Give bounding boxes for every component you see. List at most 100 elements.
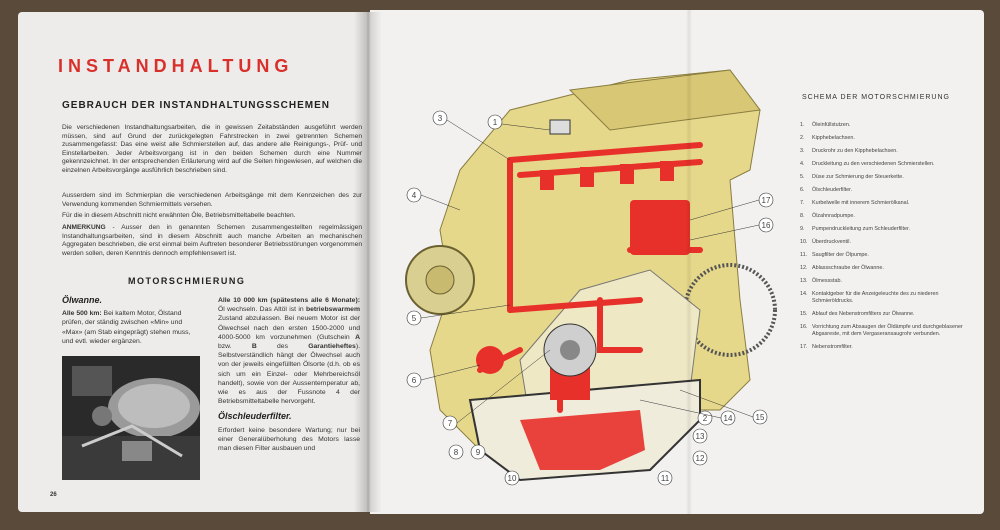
oil-change-text-2: Zustand abzulassen. Bei neuem Motor ist …	[218, 315, 360, 341]
page-fold	[686, 10, 692, 514]
legend-number: 15.	[800, 311, 808, 317]
legend-item: 15. Ablauf des Nebenstromfilters zur Ölwa…	[800, 311, 980, 318]
callout-9: 9	[476, 448, 481, 457]
dipstick-photo-illustration	[62, 356, 200, 480]
callout-2: 2	[703, 414, 708, 423]
callout-1: 1	[493, 118, 498, 127]
page-subtitle: GEBRAUCH DER INSTANDHALTUNGSSCHEMEN	[62, 100, 330, 111]
legend-text: Kontaktgeber für die Anzeigeleuchte des …	[812, 291, 939, 304]
legend-number: 13.	[800, 278, 808, 284]
legend-number: 17.	[800, 344, 808, 350]
legend-text: Pumpendruckleitung zum Schleuderfilter.	[812, 226, 910, 232]
legend-text: Ablassschraube der Ölwanne.	[812, 265, 884, 271]
callout-12: 12	[696, 454, 705, 463]
note-text: - Ausser den in genannten Schemen zusamm…	[62, 224, 362, 257]
note-label: ANMERKUNG	[62, 224, 106, 231]
callout-11: 11	[661, 474, 670, 483]
right-page: 1 3 4 5 6 7 9 10 11 12 13 14 15 16 17 8 …	[370, 10, 984, 514]
intro-paragraph: Die verschiedenen Instandhaltungsarbeite…	[62, 124, 362, 174]
callout-13: 13	[696, 432, 705, 441]
callout-10: 10	[508, 474, 517, 483]
warranty-booklet: Garantieheftes	[308, 343, 356, 351]
callout-6: 6	[412, 376, 417, 385]
legend-text: Ölmessstab.	[812, 278, 842, 284]
dipstick-photo	[62, 356, 200, 480]
oil-change-column: Alle 10 000 km (spätestens alle 6 Monate…	[218, 296, 360, 453]
legend-text: Vorrichtung zum Absaugen der Öldämpfe un…	[812, 324, 963, 337]
legend-text: Öleinfüllstutzen.	[812, 122, 851, 128]
legend-text: Kurbelwelle mit innerem Schmierölkanal.	[812, 200, 910, 206]
left-page: INSTANDHALTUNG GEBRAUCH DER INSTANDHALTU…	[18, 12, 370, 512]
legend-number: 14.	[800, 291, 808, 297]
legend-number: 8.	[800, 213, 805, 219]
book-gutter	[354, 12, 382, 512]
oils-paragraph: Für die in diesem Abschnitt nicht erwähn…	[62, 212, 296, 219]
section-title: MOTORSCHMIERUNG	[128, 276, 246, 286]
legend-item: 4. Druckleitung zu den verschiedenen Schm…	[800, 161, 980, 168]
legend-text: Druckleitung zu den verschiedenen Schmie…	[812, 161, 935, 167]
legend-item: 17. Nebenstromfilter.	[800, 344, 980, 351]
legend-item: 9. Pumpendruckleitung zum Schleuderfilter…	[800, 226, 980, 233]
legend-text: Überdruckventil.	[812, 239, 851, 245]
legend-title: SCHEMA DER MOTORSCHMIERUNG	[802, 94, 950, 101]
callout-3: 3	[438, 114, 443, 123]
open-manual: INSTANDHALTUNG GEBRAUCH DER INSTANDHALTU…	[14, 6, 989, 518]
legend-number: 12.	[800, 265, 808, 271]
filter-text: Erfordert keine besondere Wartung; nur b…	[218, 426, 360, 453]
callout-7: 7	[448, 419, 453, 428]
oil-change-text-5: ). Selbstverständlich hängt der Ölwechse…	[218, 343, 360, 406]
coupon-a: A	[355, 334, 360, 341]
legend-number: 4.	[800, 161, 805, 167]
oil-change-text-4: des	[256, 343, 309, 351]
legend-number: 2.	[800, 135, 805, 141]
legend-number: 9.	[800, 226, 805, 232]
legend-item: 5. Düse zur Schmierung der Steuerkette.	[800, 174, 980, 181]
legend-number: 5.	[800, 174, 805, 180]
legend-text: Ölschleuderfilter.	[812, 187, 853, 193]
legend-number: 3.	[800, 148, 805, 154]
interval-500: Alle 500 km:	[62, 310, 102, 318]
legend-item: 7. Kurbelwelle mit innerem Schmierölkanal…	[800, 200, 980, 207]
legend-text: Kipphebelachsen.	[812, 135, 855, 141]
legend-item: 14. Kontaktgeber für die Anzeigeleuchte d…	[800, 291, 980, 305]
oil-change-text-1: Öl wechseln. Das Altöl ist in	[218, 306, 306, 314]
legend-item: 1. Öleinfüllstutzen.	[800, 122, 980, 129]
oil-pan-heading: Ölwanne.	[62, 295, 103, 305]
legend-number: 6.	[800, 187, 805, 193]
legend-text: Ölzahnradpumpe.	[812, 213, 855, 219]
callout-14: 14	[724, 414, 733, 423]
callout-16: 16	[762, 221, 771, 230]
legend-text: Druckrohr zu den Kipphebelachsen.	[812, 148, 898, 154]
warm-emphasis: betriebswarmem	[305, 306, 360, 314]
legend-number: 7.	[800, 200, 805, 206]
interval-10000: Alle 10 000 km (spätestens alle 6 Monate…	[218, 297, 360, 304]
legend-item: 12. Ablassschraube der Ölwanne.	[800, 265, 980, 272]
legend-item: 3. Druckrohr zu den Kipphebelachsen.	[800, 148, 980, 155]
callout-8: 8	[454, 448, 459, 457]
page-number: 26	[50, 492, 57, 498]
legend-text: Nebenstromfilter.	[812, 344, 853, 350]
lubricant-paragraph: Ausserdem sind im Schmierplan die versch…	[62, 192, 362, 208]
legend-number: 11.	[800, 252, 808, 258]
oil-pan-column: Ölwanne. Alle 500 km: Bei kaltem Motor, …	[62, 295, 202, 346]
legend-item: 6. Ölschleuderfilter.	[800, 187, 980, 194]
legend-item: 11. Saugfilter der Ölpumpe.	[800, 252, 980, 259]
legend-text: Ablauf des Nebenstromfilters zur Ölwanne…	[812, 311, 915, 317]
legend-text: Düse zur Schmierung der Steuerkette.	[812, 174, 904, 180]
legend-number: 16.	[800, 324, 808, 330]
note-paragraph: ANMERKUNG - Ausser den in genannten Sche…	[62, 224, 362, 258]
callout-4: 4	[412, 191, 417, 200]
legend-item: 16. Vorrichtung zum Absaugen der Öldämpfe…	[800, 324, 980, 338]
callout-5: 5	[412, 314, 417, 323]
oil-change-text-3: bzw.	[218, 343, 252, 351]
legend-text: Saugfilter der Ölpumpe.	[812, 252, 869, 258]
legend-number: 1.	[800, 122, 805, 128]
callout-15: 15	[756, 413, 765, 422]
engine-lubrication-diagram: 1 3 4 5 6 7 9 10 11 12 13 14 15 16 17 8 …	[405, 69, 777, 486]
legend-item: 8. Ölzahnradpumpe.	[800, 213, 980, 220]
coupon-b: B	[251, 343, 257, 351]
legend-item: 2. Kipphebelachsen.	[800, 135, 980, 142]
legend-item: 13. Ölmessstab.	[800, 278, 980, 285]
callout-17: 17	[762, 196, 771, 205]
legend-number: 10.	[800, 239, 808, 245]
